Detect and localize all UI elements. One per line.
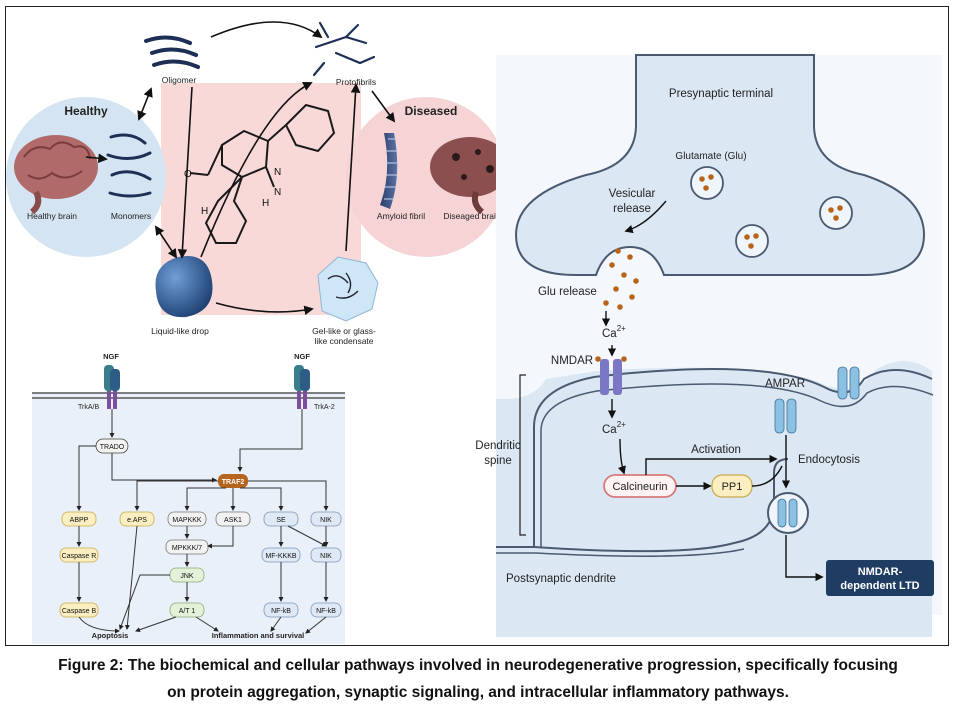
ltd-label-1: NMDAR- [858,566,903,578]
pathway-arrows [76,409,329,634]
mapkkk-node: MAPKKK [172,517,202,524]
healthy-title: Healthy [64,104,108,118]
pathway-nodes: TRADO TRAF2 ABPP e.APS MAPKKK ASK1 SE NI… [59,438,342,618]
aggregation-panel: Healthy Diseased Healthy brain M [6,21,510,346]
nmdar-label: NMDAR [551,355,593,367]
vesicles [690,166,853,258]
ltd-box [826,560,934,596]
spine-membrane-outer [533,368,933,547]
se-node: SE [276,517,286,524]
caspase-r-node: Caspase R [62,553,97,560]
traf2-node: TRAF2 [222,479,245,486]
ca-label-1: Ca2+ [602,324,626,340]
caption-line-2: on protein aggregation, synaptic signali… [167,684,789,701]
caption-line-1: Figure 2: The biochemical and cellular p… [58,657,898,674]
nfkb-node-1: NF-kB [271,608,291,615]
pp1-label: PP1 [722,481,743,493]
mol-n-label: N [274,167,281,178]
endocytic-vesicle [767,492,809,534]
spine-bracket [519,374,526,536]
ampar-receptor-icon [774,398,797,434]
spine-membrane-inner [540,383,934,547]
dendritic-spine-label-2: spine [484,455,512,467]
trka-b-label: TrkA/B [78,404,99,411]
trka-2-label: TrkA-2 [314,404,335,411]
activation-label: Activation [691,444,741,456]
nik-node-1: NIK [320,517,332,524]
dendrite-membrane [496,458,789,553]
mfkkkb-node: MF-KKKB [265,553,296,560]
figure-canvas: Healthy Diseased Healthy brain M [6,21,942,647]
ca-label-2: Ca2+ [602,420,626,436]
trka-b-receptor-icon [104,365,120,409]
calcineurin-label: Calcineurin [612,481,667,493]
vesicular-release-label-2: release [613,203,651,215]
diseased-brain-label: Diseaged brain [443,211,500,221]
mol-o-label: O [184,169,192,180]
eaps-node: e.APS [127,517,147,524]
ask1-node: ASK1 [224,517,242,524]
mol-h-label: H [201,206,208,217]
presynaptic-label: Presynaptic terminal [669,88,773,100]
pathway-panel: NGF NGF TrkA/B TrkA-2 TRADO TRAF2 ABPP e… [32,352,345,647]
amyloid-fibril-icon [380,133,398,209]
protofibrils-icon [312,21,376,77]
diseased-title: Diseased [405,104,458,118]
mol-h2-label: H [262,198,269,209]
aat1-node: A/T 1 [179,608,196,615]
postsynaptic-label: Postsynaptic dendrite [506,573,616,585]
condensate-label-1: Gel-like or glass- [312,326,376,336]
condensate-icon [317,256,379,322]
apoptosis-label: Apoptosis [92,631,129,640]
ngf-left-label: NGF [103,352,119,361]
endocytosis-label: Endocytosis [798,454,860,466]
tradd-node: TRADO [100,444,125,451]
jnk-node: JNK [180,573,194,580]
nfkb-node-2: NF-kB [316,608,336,615]
ampar-label: AMPAR [765,378,805,390]
synapse-panel: Presynaptic terminal Glutamate (Glu) Ve [475,54,942,637]
diseased-brain-icon [430,137,510,215]
ngf-right-label: NGF [294,352,310,361]
mol-nh-label: N [274,187,281,198]
protofibrils-label: Protofibrils [336,77,376,87]
abpp-node: ABPP [70,517,89,524]
healthy-brain-label: Healthy brain [27,211,77,221]
aggregation-arrows [85,21,396,316]
postsynaptic-dendrite [496,361,932,637]
inflammation-label: Inflammation and survival [212,631,305,640]
caspase-b-node: Caspase B [62,608,97,615]
oligomer-icon [144,35,200,69]
trka-2-receptor-icon [294,365,310,409]
glutamate-label: Glutamate (Glu) [675,151,746,162]
internalized-ampar-icon [777,498,798,528]
vesicular-release-label-1: Vesicular [609,188,656,200]
figure-caption: Figure 2: The biochemical and cellular p… [0,652,956,706]
dendritic-spine-label-1: Dendritic [475,440,521,452]
nik-node-2: NIK [320,553,332,560]
ltd-label-2: dependent LTD [840,580,919,592]
ampar-surface-icon [837,366,860,400]
liquid-drop-icon [155,256,213,318]
mapkk-node: MPKKK/7 [172,545,202,552]
figure-frame: Healthy Diseased Healthy brain M [5,6,949,647]
ca-superscript-2: 2+ [617,420,626,429]
liquid-drop-label: Liquid-like drop [151,326,209,336]
amyloid-fibril-label: Amyloid fibril [377,211,425,221]
nmdar-receptor-icon [600,359,622,395]
monomers-icon [106,133,152,198]
healthy-brain-icon [14,135,98,215]
molecule-structure [189,103,336,244]
glutamate-dots [603,174,843,310]
condensate-label-2: like condensate [314,336,373,346]
glu-release-label: Glu release [538,286,597,298]
oligomer-label: Oligomer [162,75,197,85]
monomers-label: Monomers [111,211,151,221]
synapse-arrows [601,200,824,582]
